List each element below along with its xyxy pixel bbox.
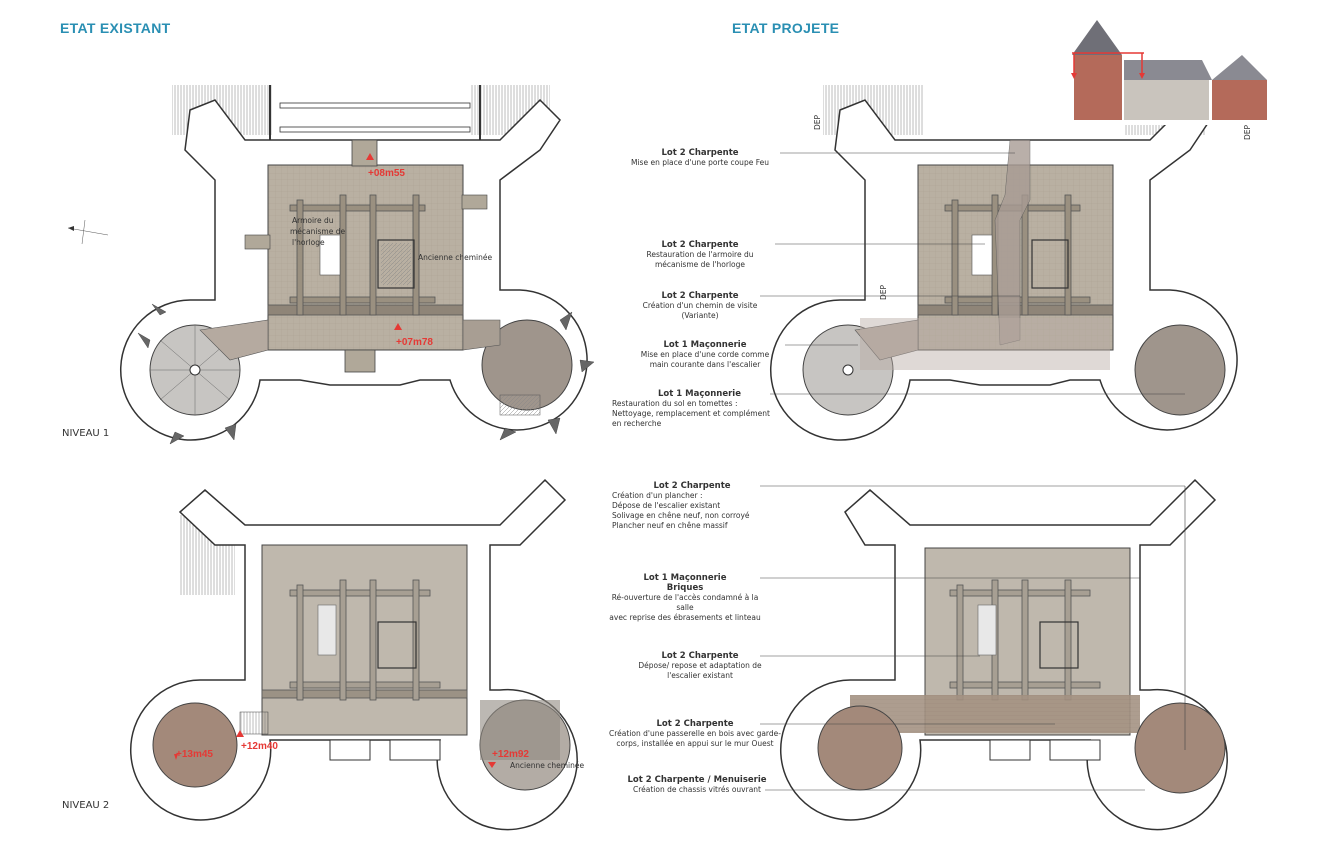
annotation-title: Lot 2 Charpente [656,719,734,729]
elevation-top: +08m55 [368,168,405,179]
annotation-body: Restauration du sol en tomettes : [612,399,738,408]
level-2-label: NIVEAU 2 [62,800,110,811]
annotation-l1-5: Lot 1 Maçonnerie Restauration du sol en … [612,389,787,429]
church-elevation-thumbnail [1062,15,1272,125]
elevation-bottom: +07m78 [396,337,433,348]
dep-label-1: DEP [813,114,822,130]
annotation-title: Lot 2 Charpente [661,240,739,250]
annotation-body: Plancher neuf en chêne massif [612,521,728,530]
annotation-l2-1: Lot 2 Charpente Création d'un plancher :… [612,481,772,531]
label-clock-2: mécanisme de [290,227,345,236]
plan-existing-level1: +08m55 +07m78 Armoire du mécanisme de l'… [67,85,595,445]
annotation-title: Lot 2 Charpente [661,148,739,158]
walkway [850,695,1140,733]
annotation-subtitle: Briques [666,583,704,593]
plan-existing-level2: +13m45 +12m40 +12m92 Ancienne cheminée [129,478,584,831]
annotation-body: l'escalier existant [667,671,733,680]
annotation-title: Lot 1 Maçonnerie [643,573,727,583]
dep-label-3: DEP [1243,124,1252,140]
annotation-body: corps, installée en appui sur le mur Oue… [616,739,774,748]
label-chimney-l1: Ancienne cheminée [418,253,492,262]
title-projected: ETAT PROJETE [732,20,840,36]
annotation-l2-4: Lot 2 Charpente Création d'une passerell… [605,719,785,749]
annotation-l2-5: Lot 2 Charpente / Menuiserie Création de… [612,775,782,795]
annotation-l1-3: Lot 2 Charpente Création d'un chemin de … [620,291,780,321]
annotation-title: Lot 1 Maçonnerie [658,389,741,399]
label-chimney-l2: Ancienne cheminée [510,761,584,770]
annotation-body: Solivage en chêne neuf, non corroyé [612,511,750,520]
annotation-body: Mise en place d'une porte coupe Feu [631,158,769,167]
annotation-l1-4: Lot 1 Maçonnerie Mise en place d'une cor… [620,340,790,370]
annotation-l1-1: Lot 2 Charpente Mise en place d'une port… [620,148,780,168]
annotation-l1-2: Lot 2 Charpente Restauration de l'armoir… [620,240,780,270]
plan-projected-level1 [769,85,1238,441]
annotation-body: Création d'un plancher : [612,491,703,500]
annotation-body: Dépose/ repose et adaptation de [638,661,762,670]
annotation-l2-2: Lot 1 Maçonnerie Briques Ré-ouverture de… [605,573,765,623]
elevation-right-l2: +12m92 [492,749,529,760]
thumbnail-tower [1074,55,1122,120]
annotation-body: avec reprise des ébrasements et linteau [609,613,761,622]
annotation-body: Mise en place d'une corde comme [640,350,770,359]
elevation-left-l2: +13m45 [176,749,213,760]
dep-label-2: DEP [879,284,888,300]
visit-path [994,139,1031,346]
level-1-label: NIVEAU 1 [62,428,110,439]
annotation-body: Création d'une passerelle en bois avec g… [609,729,781,738]
annotation-title: Lot 2 Charpente [661,291,739,301]
annotation-body: Restauration de l'armoire du [646,250,754,259]
annotation-body: Création d'un chemin de visite [642,301,758,310]
annotation-body: Création de chassis vitrés ouvrant [633,785,761,794]
title-existing: ETAT EXISTANT [60,20,171,36]
plan-projected-level2 [779,478,1228,831]
label-clock-1: Armoire du [292,216,334,225]
elevation-mid-l2: +12m40 [241,741,278,752]
annotation-body: main courante dans l'escalier [649,360,761,369]
annotation-title: Lot 1 Maçonnerie [663,340,747,350]
annotation-title: Lot 2 Charpente [653,481,731,491]
annotation-body: mécanisme de l'horloge [654,260,746,269]
annotation-body: Dépose de l'escalier existant [612,501,721,510]
annotation-title: Lot 2 Charpente / Menuiserie [627,775,767,785]
main-room-floor-l2 [261,544,468,736]
annotation-body: en recherche [612,419,662,428]
annotation-l2-3: Lot 2 Charpente Dépose/ repose et adapta… [620,651,780,681]
annotation-title: Lot 2 Charpente [661,651,739,661]
leader-lines [760,152,1186,791]
annotation-body: Nettoyage, remplacement et complément [612,409,770,418]
label-clock-3: l'horloge [292,238,325,247]
annotation-body: Ré-ouverture de l'accès condamné à la sa… [611,593,759,612]
annotation-body: (Variante) [681,311,719,320]
